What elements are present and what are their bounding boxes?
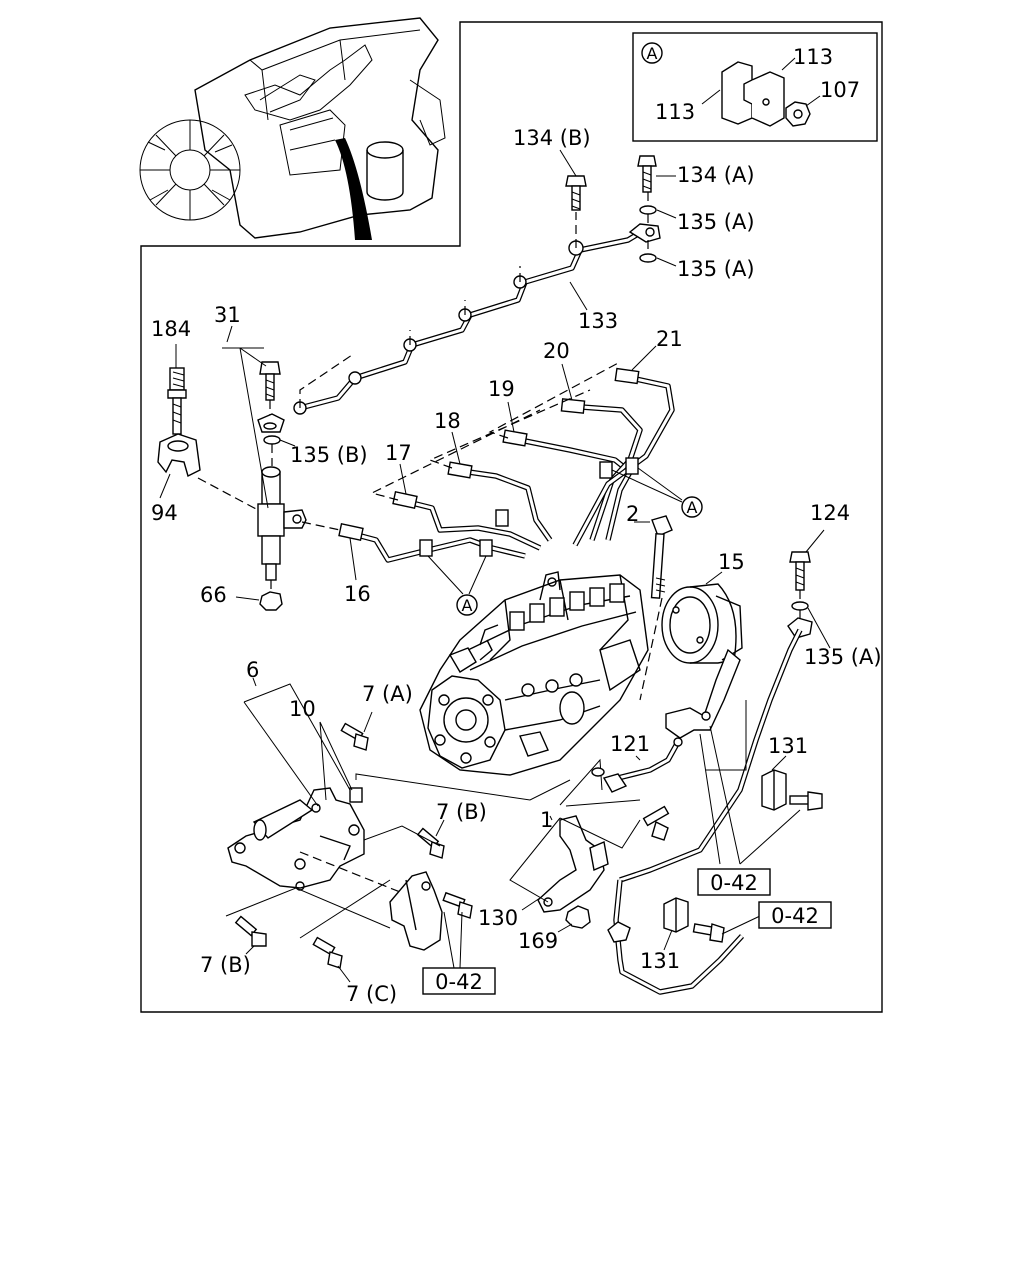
detail-marker-inset: A bbox=[641, 42, 663, 64]
eye-bolt-124 bbox=[789, 551, 811, 591]
bolt-near-small-bracket bbox=[442, 891, 473, 919]
washer-near-pipe-121 bbox=[591, 767, 628, 793]
bolt-7-a bbox=[340, 722, 369, 751]
leak-off-banjo bbox=[257, 413, 285, 433]
tube-clamp-part-113 bbox=[721, 61, 785, 127]
nut-169 bbox=[565, 905, 591, 929]
pipe-121 bbox=[609, 737, 683, 783]
callout-134-b: 134 (B) bbox=[513, 126, 591, 150]
callout-66: 66 bbox=[200, 583, 227, 607]
callout-7-c: 7 (C) bbox=[346, 982, 397, 1006]
callout-113-a: 113 bbox=[793, 45, 833, 69]
callout-15: 15 bbox=[718, 550, 745, 574]
bolt-7-c bbox=[312, 936, 343, 969]
washer-135-a-upper bbox=[639, 205, 657, 215]
lube-pipe-right bbox=[607, 628, 803, 995]
nut-part-107 bbox=[785, 101, 811, 127]
diagram-frame bbox=[140, 21, 883, 1013]
small-bracket-lower bbox=[389, 871, 443, 951]
long-bolt-2 bbox=[650, 515, 673, 599]
bracket-130 bbox=[537, 815, 609, 913]
detail-a-inset-box bbox=[632, 32, 878, 142]
detail-marker-a-right: A bbox=[681, 496, 703, 518]
pipe-clamps bbox=[419, 457, 639, 557]
callout-133: 133 bbox=[578, 309, 618, 333]
section-ref-0-42-left: 0-42 bbox=[422, 967, 496, 995]
injection-pipes bbox=[345, 373, 675, 563]
callout-135-b: 135 (B) bbox=[290, 443, 368, 467]
bolt-for-clamp-131-right bbox=[789, 791, 823, 811]
callout-16: 16 bbox=[344, 582, 371, 606]
eye-fitting bbox=[628, 223, 661, 243]
callout-19: 19 bbox=[488, 377, 515, 401]
callout-20: 20 bbox=[543, 339, 570, 363]
callout-131-right: 131 bbox=[768, 734, 808, 758]
svg-text:A: A bbox=[647, 44, 658, 63]
svg-text:0-42: 0-42 bbox=[710, 871, 758, 895]
callout-31: 31 bbox=[214, 303, 241, 327]
engine-overview-illustration bbox=[139, 17, 446, 240]
callout-7-b-upper: 7 (B) bbox=[436, 800, 487, 824]
bolt-for-clamp-131-lower bbox=[692, 923, 725, 943]
callout-135-a-upper: 135 (A) bbox=[677, 210, 755, 234]
clamp-131-lower bbox=[663, 897, 689, 933]
stud-bolt-184 bbox=[167, 367, 187, 435]
callout-130: 130 bbox=[478, 906, 518, 930]
callout-131-lower: 131 bbox=[640, 949, 680, 973]
callout-2: 2 bbox=[626, 502, 639, 526]
callout-121: 121 bbox=[610, 732, 650, 756]
callout-1: 1 bbox=[540, 808, 553, 832]
bolt-near-bracket-1 bbox=[642, 805, 670, 841]
svg-text:0-42: 0-42 bbox=[435, 970, 483, 994]
callout-107: 107 bbox=[820, 78, 860, 102]
callout-94: 94 bbox=[151, 501, 178, 525]
callout-135-a-right: 135 (A) bbox=[804, 645, 882, 669]
clamp-131-right bbox=[761, 769, 787, 811]
washer-135-a-right bbox=[791, 601, 809, 611]
callout-7-b-lower: 7 (B) bbox=[200, 953, 251, 977]
injection-pump-assembly bbox=[419, 571, 649, 776]
callout-124: 124 bbox=[810, 501, 850, 525]
callout-184: 184 bbox=[151, 317, 191, 341]
pump-bracket-6 bbox=[227, 787, 365, 891]
pipe-nuts bbox=[338, 367, 640, 541]
callout-17: 17 bbox=[385, 441, 412, 465]
callout-21: 21 bbox=[656, 327, 683, 351]
callout-10: 10 bbox=[289, 697, 316, 721]
washer-135-a-lower bbox=[639, 253, 657, 263]
callout-169: 169 bbox=[518, 929, 558, 953]
svg-text:0-42: 0-42 bbox=[771, 904, 819, 928]
injection-nozzle-31 bbox=[257, 466, 307, 581]
callout-134-a: 134 (A) bbox=[677, 163, 755, 187]
bolt-7-b-lower bbox=[234, 915, 267, 947]
timer-housing-15 bbox=[661, 583, 743, 664]
bolt-7-b-upper bbox=[416, 827, 445, 859]
eye-bolt-134-a bbox=[637, 155, 657, 193]
callout-6: 6 bbox=[246, 658, 259, 682]
nut-66 bbox=[259, 591, 283, 611]
timer-bracket bbox=[665, 648, 741, 739]
detail-marker-a-left: A bbox=[456, 594, 478, 616]
callout-113-b: 113 bbox=[655, 100, 695, 124]
section-ref-0-42-center: 0-42 bbox=[697, 868, 771, 896]
callout-135-a-middle: 135 (A) bbox=[677, 257, 755, 281]
callout-18: 18 bbox=[434, 409, 461, 433]
nozzle-holder-clamp-94 bbox=[157, 433, 201, 478]
eye-bolt-134-b bbox=[565, 175, 587, 211]
section-ref-0-42-right: 0-42 bbox=[758, 901, 832, 929]
callout-7-a: 7 (A) bbox=[362, 682, 413, 706]
svg-text:A: A bbox=[687, 498, 698, 517]
dowel-10 bbox=[349, 787, 363, 803]
washer-135-b bbox=[263, 435, 281, 445]
svg-text:A: A bbox=[462, 596, 473, 615]
bolt-for-31 bbox=[259, 361, 281, 401]
